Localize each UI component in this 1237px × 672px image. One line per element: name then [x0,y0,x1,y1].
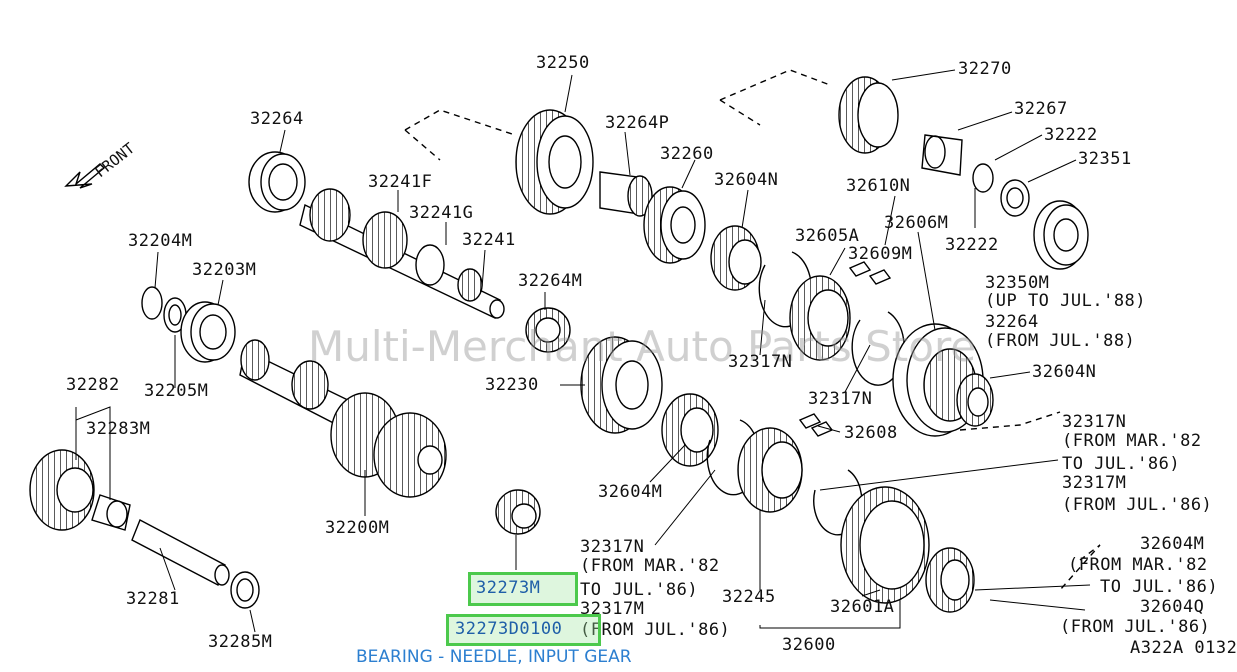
label-32317n-a: 32317N [728,352,793,372]
snap-ring-32204m [141,286,163,320]
label-32281: 32281 [126,589,180,609]
label-32606m: 32606M [884,213,949,233]
hub-32604m [661,393,719,467]
bearing-32350m [1033,200,1089,270]
gear-32250 [515,109,594,215]
front-arrow-icon [64,163,106,189]
label-32245: 32245 [722,587,776,607]
label-32203m: 32203M [192,260,257,280]
label-32317m-a: 32317M [1062,473,1127,493]
label-32241g: 32241G [409,203,474,223]
counter-gear-32200m [239,339,447,498]
gear-32230 [580,336,663,434]
sleeve-32605a [789,275,851,361]
ring-32351 [1000,179,1030,217]
label-32270: 32270 [958,59,1012,79]
label-32222-bottom: 32222 [945,235,999,255]
label-32264-alt: 32264 [985,312,1039,332]
label-32608: 32608 [844,423,898,443]
label-32282: 32282 [66,375,120,395]
label-32241: 32241 [462,230,516,250]
label-32605a: 32605A [795,226,860,246]
highlight-ref-box[interactable] [468,572,578,606]
label-up-to-jul88: (UP TO JUL.'88) [985,291,1147,311]
gear-32245 [737,427,803,513]
label-32317m-b: 32317M [580,599,645,619]
gear-32270 [838,76,899,154]
highlight-part-number-box[interactable] [446,614,601,646]
hub-32604q [925,547,975,613]
label-from-mar82-b: (FROM MAR.'82 [580,556,720,576]
bushing-32283m [91,494,131,531]
label-from-jul86-a: (FROM JUL.'86) [1062,495,1213,515]
ring-32285m [230,571,260,609]
label-32317n-c: 32317N [1062,412,1127,432]
label-to-jul86-b: TO JUL.'86) [580,580,699,600]
keys-32609m [848,261,892,285]
bushing-32267 [921,134,963,176]
label-32204m: 32204M [128,231,193,251]
needle-bearing-32264m [525,307,571,353]
label-32250: 32250 [536,53,590,73]
bearing-32264 [248,151,306,213]
label-32264m: 32264M [518,271,583,291]
label-32609m: 32609M [848,244,913,264]
gear-32260 [643,186,706,264]
reverse-idler-gear-32282 [29,449,95,531]
label-32317n-d: 32317N [580,537,645,557]
label-32610n: 32610N [846,176,911,196]
label-32205m: 32205M [144,381,209,401]
label-32260: 32260 [660,144,714,164]
highlight-part-number[interactable]: 32273D0100 [455,619,563,639]
label-32604q: 32604Q [1140,597,1205,617]
bearing-32264p [599,171,653,217]
label-32267: 32267 [1014,99,1068,119]
needle-bearing-32273m [495,489,541,535]
label-from-jul86-c: (FROM JUL.'86) [1060,617,1211,637]
bearing-32203m [180,301,236,363]
part-description: BEARING - NEEDLE, INPUT GEAR [356,647,632,667]
guide-lines [404,69,1101,591]
label-32241f: 32241F [368,172,433,192]
leader-lines [75,69,1091,633]
label-32604n-upper: 32604N [714,170,779,190]
label-32351: 32351 [1078,149,1132,169]
label-32222-top: 32222 [1044,125,1098,145]
label-32264p: 32264P [605,113,670,133]
label-to-jul86-c: TO JUL.'86) [1100,577,1219,597]
highlight-ref-label[interactable]: 32273M [476,578,541,598]
front-label: FRONT [91,139,138,181]
mainshaft-32241 [299,188,505,319]
snap-ring-32222 [972,163,994,193]
label-32350m: 32350M [985,273,1050,293]
label-from-mar82-c: (FROM MAR.'82 [1068,555,1208,575]
label-32604n-lower: 32604N [1032,362,1097,382]
label-32230: 32230 [485,375,539,395]
hub-32604n-upper [710,225,762,291]
diagram-code: A322A 0132 [1130,638,1237,658]
label-32604m-right: 32604M [1140,534,1205,554]
synchronizer-32610n [892,323,994,437]
label-32600: 32600 [782,635,836,655]
label-32285m: 32285M [208,632,273,652]
label-to-jul86-a: TO JUL.'86) [1062,454,1181,474]
label-from-jul86-b: (FROM JUL.'86) [580,620,731,640]
keys-32608 [798,413,834,437]
label-from-jul88: (FROM JUL.'88) [985,331,1136,351]
label-32604m: 32604M [598,482,663,502]
sleeve-32601a [840,486,930,604]
label-32317n-b: 32317N [808,389,873,409]
watermark: Multi-Merchant Auto Parts Store [308,322,977,371]
idler-shaft-32281 [131,519,230,586]
label-32200m: 32200M [325,518,390,538]
label-32283m: 32283M [86,419,151,439]
label-from-mar82-a: (FROM MAR.'82 [1062,431,1202,451]
label-32264: 32264 [250,109,304,129]
label-32601a: 32601A [830,597,895,617]
